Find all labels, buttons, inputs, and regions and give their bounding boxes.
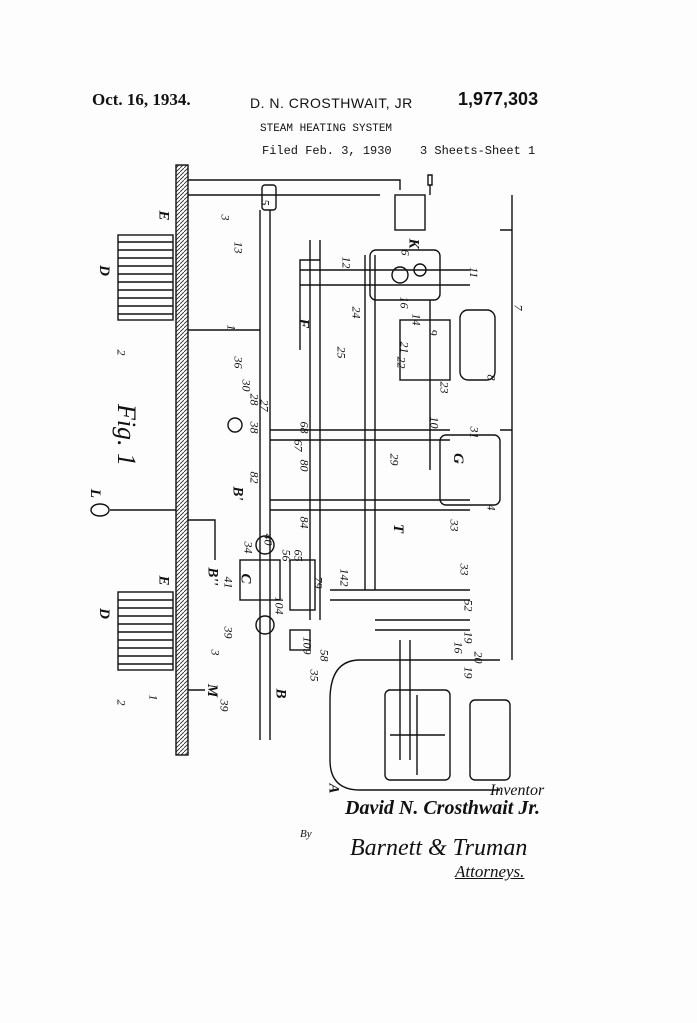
ref-label: D <box>95 608 112 619</box>
ref-label: 27 <box>257 399 272 412</box>
ref-label: 16 <box>451 641 466 654</box>
ref-label: 2 <box>114 699 129 706</box>
ref-label: 16 <box>397 296 412 309</box>
patent-number: 1,977,303 <box>458 89 539 109</box>
ref-label: D <box>95 265 112 276</box>
ref-label: 31 <box>467 426 482 439</box>
ref-label: 84 <box>297 516 312 529</box>
ref-label: 30 <box>239 379 254 392</box>
ref-label: 14 <box>409 313 424 326</box>
ref-label: B'' <box>204 567 221 586</box>
ref-label: L <box>87 488 104 499</box>
ref-label: 7 <box>511 304 526 311</box>
ref-label: 8 <box>484 374 499 381</box>
ref-label: 21 <box>397 341 412 354</box>
ref-label: 109 <box>300 636 315 655</box>
inventor-signature: David N. Crosthwait Jr. <box>345 797 541 819</box>
thermostat-bulb <box>90 503 110 517</box>
ref-label: 82 <box>247 471 262 484</box>
ref-label: 36 <box>231 356 246 369</box>
ref-label: 39 <box>217 699 232 712</box>
ref-label: 5 <box>258 199 273 206</box>
ref-label: 58 <box>317 649 332 662</box>
ref-label: 2 <box>114 349 129 356</box>
control-box-K <box>394 194 426 231</box>
sheet-count: 3 Sheets-Sheet 1 <box>420 144 536 158</box>
ref-label: 11 <box>467 266 482 279</box>
attorneys-signature: Barnett & Truman <box>350 835 528 861</box>
ref-label: 33 <box>457 563 472 576</box>
burner-unit <box>369 249 441 301</box>
ref-label: 1 <box>224 324 239 331</box>
ref-label: 3 <box>208 649 223 656</box>
ref-label: 25 <box>334 346 349 359</box>
ref-label: 38 <box>247 421 262 434</box>
ref-label: 56 <box>279 549 294 562</box>
floor-band <box>175 164 189 756</box>
ref-label: 79 <box>311 576 326 589</box>
ref-label: 40 <box>261 533 276 546</box>
ref-label: 34 <box>241 541 256 554</box>
ref-label: 6 <box>398 249 413 256</box>
ref-label: 39 <box>221 626 236 639</box>
ref-label: 22 <box>394 356 409 369</box>
ref-label: 9 <box>426 329 441 336</box>
ref-label: 10 <box>427 416 442 429</box>
patent-title: STEAM HEATING SYSTEM <box>260 123 393 135</box>
ref-label: 33 <box>447 519 462 532</box>
ref-label: E <box>155 210 172 221</box>
ref-label: T <box>390 523 407 534</box>
ref-label: 80 <box>297 459 312 472</box>
ref-label: 142 <box>337 568 352 587</box>
ref-label: G <box>449 453 466 464</box>
ref-label: B <box>272 688 289 699</box>
ref-label: 23 <box>437 381 452 394</box>
ref-label: 104 <box>272 596 287 615</box>
ref-label: A <box>325 783 342 794</box>
radiator-upper <box>117 234 174 321</box>
ref-label: C <box>237 573 254 584</box>
ref-label: K <box>405 238 422 249</box>
ref-label: 13 <box>231 241 246 254</box>
ref-label: 29 <box>387 453 402 466</box>
boiler-G <box>439 434 501 506</box>
attorneys-caption: Attorneys. <box>455 862 525 881</box>
ref-label: 1 <box>146 694 161 701</box>
ref-label: 20 <box>471 651 486 664</box>
ref-label: 24 <box>349 306 364 319</box>
inventor-caption: Inventor <box>490 782 545 799</box>
ref-label: 19 <box>461 666 476 679</box>
ref-label: 52 <box>461 599 476 612</box>
ref-label: 12 <box>339 256 354 269</box>
ref-label: E <box>155 575 172 586</box>
ref-label: 68 <box>297 421 312 434</box>
by-label: By <box>300 828 312 840</box>
ref-label: 35 <box>307 669 322 682</box>
patent-date: Oct. 16, 1934. <box>92 90 191 109</box>
ref-label: 41 <box>221 576 236 589</box>
radiator-lower <box>117 591 174 671</box>
ref-label: 3 <box>218 214 233 221</box>
filing-date: Filed Feb. 3, 1930 <box>262 144 392 158</box>
motor-housing <box>399 319 451 381</box>
ref-label: 4 <box>484 504 499 511</box>
figure-label: Fig. 1 <box>112 403 142 467</box>
tank-A <box>329 659 500 791</box>
ref-label: B' <box>229 486 246 501</box>
inventor-name: D. N. CROSTHWAIT, JR <box>250 95 413 111</box>
ref-label: 67 <box>291 439 306 452</box>
ref-label: M <box>204 683 221 698</box>
main-pipe <box>259 210 271 740</box>
valve-5 <box>261 184 277 211</box>
ref-label: F <box>295 318 312 329</box>
